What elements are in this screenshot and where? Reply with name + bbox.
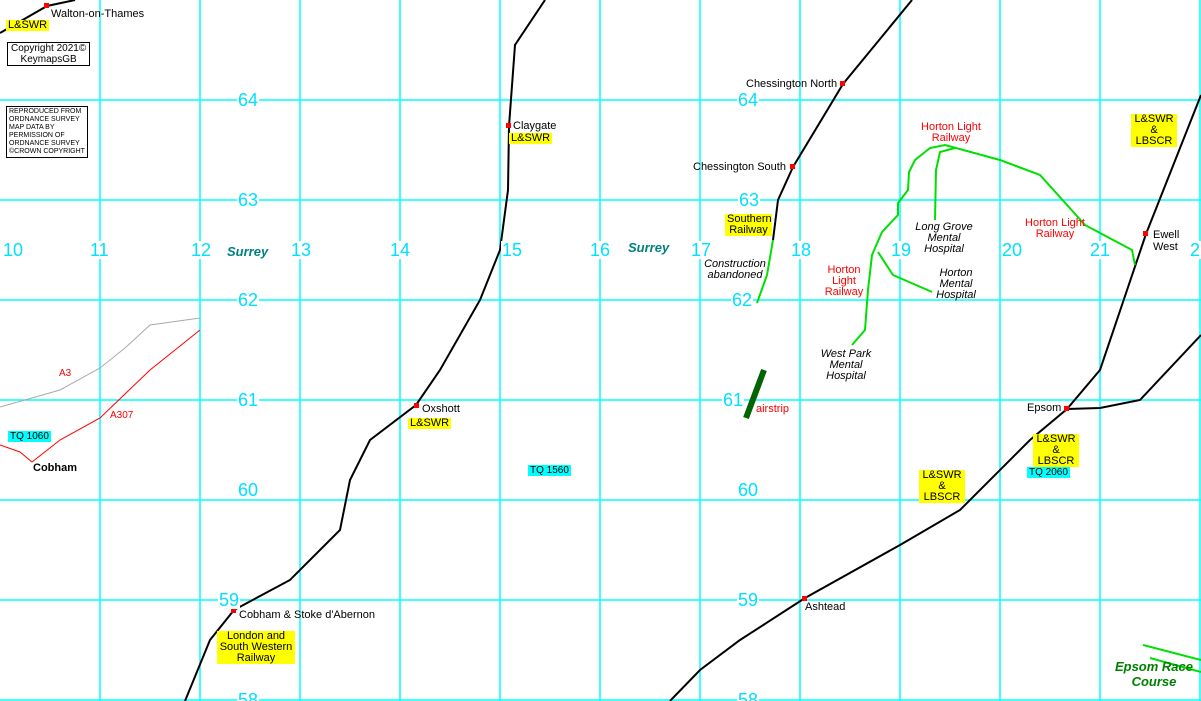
road-a307: [0, 329, 201, 463]
airstrip-label: airstrip: [756, 403, 790, 415]
os-notice: REPRODUCED FROM ORDNANCE SURVEY MAP DATA…: [6, 106, 88, 158]
railway-label: L&SWR: [6, 19, 50, 31]
airstrip-mark: [743, 368, 767, 420]
station-walton[interactable]: Walton-on-Thames: [51, 8, 145, 20]
railway-label: London and South Western Railway: [217, 631, 295, 664]
northing-label: 63: [738, 190, 761, 210]
easting-label: 19: [890, 240, 913, 260]
road-label-a307: A307: [110, 410, 134, 421]
northing-label: 58: [237, 691, 260, 701]
northing-label: 64: [737, 90, 760, 110]
easting-label: 12: [190, 240, 213, 260]
northing-label: 64: [237, 90, 260, 110]
horton-railway-label: Horton Light Railway: [824, 264, 864, 298]
easting-label: 10: [2, 240, 25, 260]
northing-label: 59: [218, 590, 241, 610]
hospital-west-park: West Park Mental Hospital: [820, 348, 872, 382]
hospital-long-grove: Long Grove Mental Hospital: [915, 221, 973, 255]
town-cobham: Cobham: [33, 462, 77, 474]
railway-label: Southern Railway: [725, 213, 772, 236]
tq-ref: TQ 2060: [1027, 467, 1070, 478]
county-label: Surrey: [628, 240, 670, 255]
copyright-owner: KeymapsGB: [20, 54, 77, 65]
northing-label: 61: [237, 390, 260, 410]
railway-label: L&SWR & LBSCR: [1033, 434, 1079, 467]
easting-label: 18: [790, 240, 813, 260]
northing-label: 62: [731, 290, 754, 310]
copyright-text: Copyright 2021©: [11, 43, 87, 54]
northing-label: 61: [722, 390, 745, 410]
easting-label: 16: [589, 240, 612, 260]
railway-label: L&SWR & LBSCR: [919, 470, 965, 503]
light-railway: [756, 143, 1201, 673]
tq-ref: TQ 1560: [528, 465, 571, 476]
horton-railway-label: Horton Light Railway: [921, 121, 981, 144]
station-chessington-north[interactable]: Chessington North: [746, 78, 838, 90]
easting-label: 2: [1189, 240, 1201, 260]
epsom-race-course: Epsom Race Course: [1114, 659, 1194, 689]
railway-label: L&SWR: [408, 417, 452, 429]
easting-label: 14: [389, 240, 412, 260]
tq-ref: TQ 1060: [8, 431, 51, 442]
easting-label: 11: [89, 240, 110, 260]
northing-label: 60: [737, 480, 760, 500]
hospital-horton: Horton Mental Hospital: [936, 267, 976, 301]
station-claygate[interactable]: Claygate: [513, 120, 557, 132]
easting-label: 15: [501, 240, 524, 260]
easting-label: 20: [1001, 240, 1024, 260]
horton-railway-label: Horton Light Railway: [1025, 217, 1085, 240]
northing-label: 60: [237, 480, 260, 500]
easting-label: 21: [1089, 240, 1112, 260]
construction-note: Construction abandoned: [704, 258, 766, 281]
northing-label: 58: [737, 691, 760, 701]
station-ashtead[interactable]: Ashtead: [805, 601, 846, 613]
station-ewell-west[interactable]: Ewell West: [1153, 229, 1180, 253]
station-markers: [44, 3, 1148, 613]
easting-label: 17: [690, 240, 713, 260]
road-label-a3: A3: [59, 368, 72, 379]
copyright-box: Copyright 2021©KeymapsGB: [7, 42, 91, 66]
northing-label: 62: [237, 290, 260, 310]
easting-label: 13: [290, 240, 313, 260]
railway-label: L&SWR & LBSCR: [1131, 114, 1177, 147]
railway-label: L&SWR: [509, 132, 553, 144]
station-chessington-south[interactable]: Chessington South: [693, 161, 786, 173]
station-epsom[interactable]: Epsom: [1027, 402, 1062, 414]
road-a3: [0, 317, 201, 408]
northing-label: 59: [737, 590, 760, 610]
county-label: Surrey: [227, 244, 269, 259]
station-cobham[interactable]: Cobham & Stoke d'Abernon: [239, 609, 376, 621]
northing-label: 63: [237, 190, 260, 210]
station-oxshott[interactable]: Oxshott: [422, 403, 460, 415]
